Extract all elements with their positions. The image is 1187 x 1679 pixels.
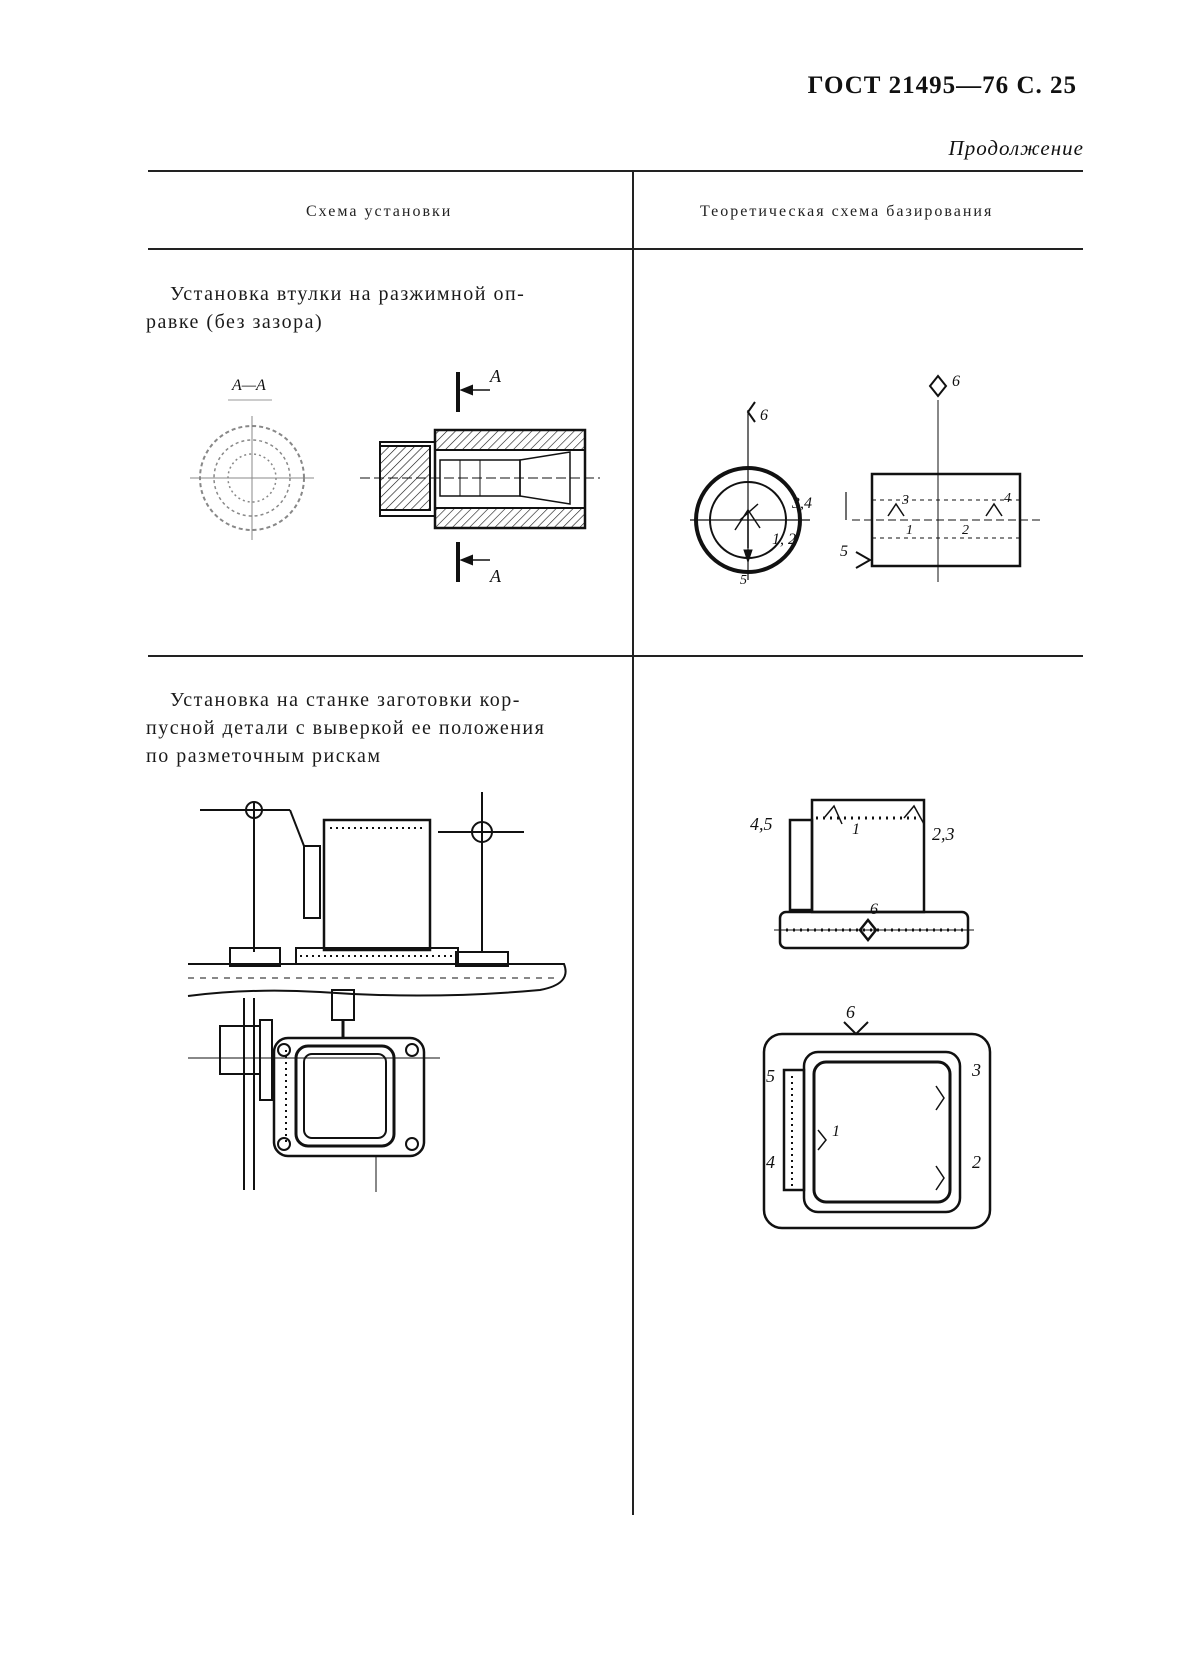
label-3: 3 bbox=[971, 1060, 981, 1080]
label-5: 5 bbox=[766, 1066, 775, 1086]
label-1-2: 1, 2 bbox=[772, 531, 796, 548]
label-5-bottom: 5 bbox=[740, 573, 747, 588]
label-6-mid: 6 bbox=[870, 901, 878, 918]
section-label: А—А bbox=[231, 377, 266, 394]
standard-number: ГОСТ 21495—76 bbox=[807, 72, 1010, 99]
row2-caption: Установка на станке заготовки кор- пусно… bbox=[146, 686, 610, 770]
label-1b: 1 bbox=[832, 1123, 840, 1140]
label-2-3: 2,3 bbox=[932, 824, 955, 844]
mandrel-section bbox=[360, 372, 600, 582]
caption-line: по разметочным рискам bbox=[146, 745, 382, 767]
row-separator-rule bbox=[148, 655, 1083, 657]
label-2: 2 bbox=[972, 1152, 981, 1172]
row1-basing-scheme: 6 3,4 1, 2 5 6 3 4 1 2 5 bbox=[690, 373, 1040, 588]
continuation-label: Продолжение bbox=[948, 136, 1084, 160]
arrow-label-bottom: А bbox=[489, 566, 502, 586]
section-view bbox=[190, 416, 314, 540]
label-1: 1 bbox=[906, 523, 913, 538]
label-6-top: 6 bbox=[846, 1002, 855, 1022]
column-header-basing: Теоретическая схема базирования bbox=[700, 203, 994, 220]
label-6-right: 6 bbox=[952, 373, 960, 390]
arrow-label-top: А bbox=[489, 366, 502, 386]
label-3: 3 bbox=[901, 493, 909, 508]
standard-header: ГОСТ 21495—76 С. 25 bbox=[808, 72, 1077, 100]
row1-setup-drawing: А—А А А bbox=[190, 366, 600, 586]
row2-setup-drawing bbox=[187, 792, 567, 1192]
side-view bbox=[774, 798, 974, 950]
caption-line: пусной детали с выверкой ее положения bbox=[146, 717, 546, 739]
label-4: 4 bbox=[766, 1152, 775, 1172]
machine-table-view bbox=[187, 792, 567, 997]
label-2: 2 bbox=[962, 523, 969, 538]
circle-view bbox=[690, 401, 810, 580]
row2-basing-scheme: 4,5 1 2,3 6 6 5 3 1 4 2 bbox=[750, 798, 992, 1230]
label-4: 4 bbox=[1004, 491, 1011, 506]
caption-line: Установка на станке заготовки кор- bbox=[170, 689, 521, 711]
column-divider bbox=[632, 170, 634, 1515]
rectangle-view bbox=[845, 374, 1040, 582]
label-6-left: 6 bbox=[760, 407, 768, 424]
label-4-5: 4,5 bbox=[750, 814, 773, 834]
plan-view bbox=[188, 989, 440, 1192]
caption-line: равке (без зазора) bbox=[146, 311, 324, 333]
page-number: С. 25 bbox=[1016, 72, 1077, 99]
row1-caption: Установка втулки на разжимной оп- равке … bbox=[146, 280, 610, 336]
plan-view bbox=[762, 1021, 992, 1230]
column-header-setup: Схема установки bbox=[306, 203, 453, 220]
label-3-4: 3,4 bbox=[791, 495, 812, 512]
label-5-side: 5 bbox=[840, 543, 848, 560]
table-header-rule bbox=[148, 248, 1083, 250]
label-1: 1 bbox=[852, 821, 860, 838]
table-top-rule bbox=[148, 170, 1083, 172]
caption-line: Установка втулки на разжимной оп- bbox=[170, 283, 526, 305]
